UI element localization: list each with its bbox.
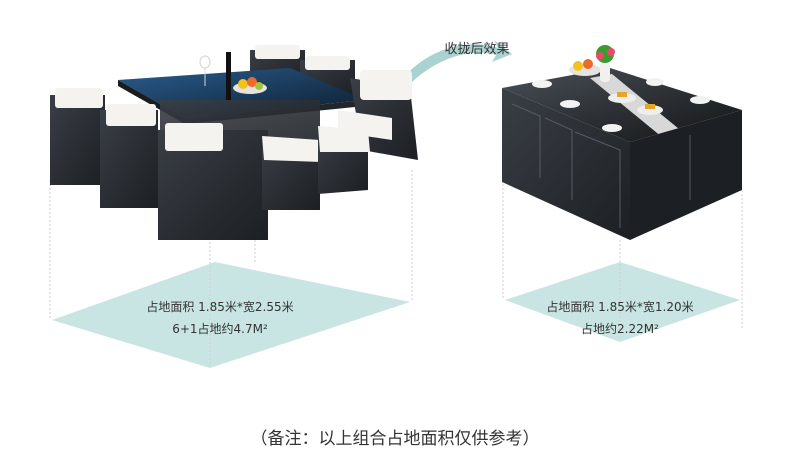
left-area-dimensions: 占地面积 1.85米*宽2.55米 [146,300,294,314]
right-area-dimensions: 占地面积 1.85米*宽1.20米 [546,300,694,314]
left-dining-set [50,45,418,240]
footnote: （备注：以上组合占地面积仅供参考） [250,429,540,449]
glass-dining-table [502,68,742,142]
front-chair [50,88,105,185]
front-chair [100,104,158,208]
right-floor-footprint [505,262,740,342]
projection-lines [49,170,743,366]
right-total-area: 占地约2.22M² [581,322,659,336]
transition-label: 收拢后效果 [444,42,510,57]
left-total-area: 6+1占地约4.7M² [172,322,268,336]
glass-dining-table [118,52,365,145]
collapse-arrow-icon [405,40,512,82]
ottoman [318,126,370,194]
front-chair [158,123,268,240]
right-dining-set [502,45,742,240]
ottoman [262,136,322,210]
left-footprint-caption: 占地面积 1.85米*宽2.55米 6+1占地约4.7M² [120,296,320,340]
left-floor-footprint [52,262,410,368]
right-footprint-caption: 占地面积 1.85米*宽1.20米 占地约2.22M² [520,296,720,340]
